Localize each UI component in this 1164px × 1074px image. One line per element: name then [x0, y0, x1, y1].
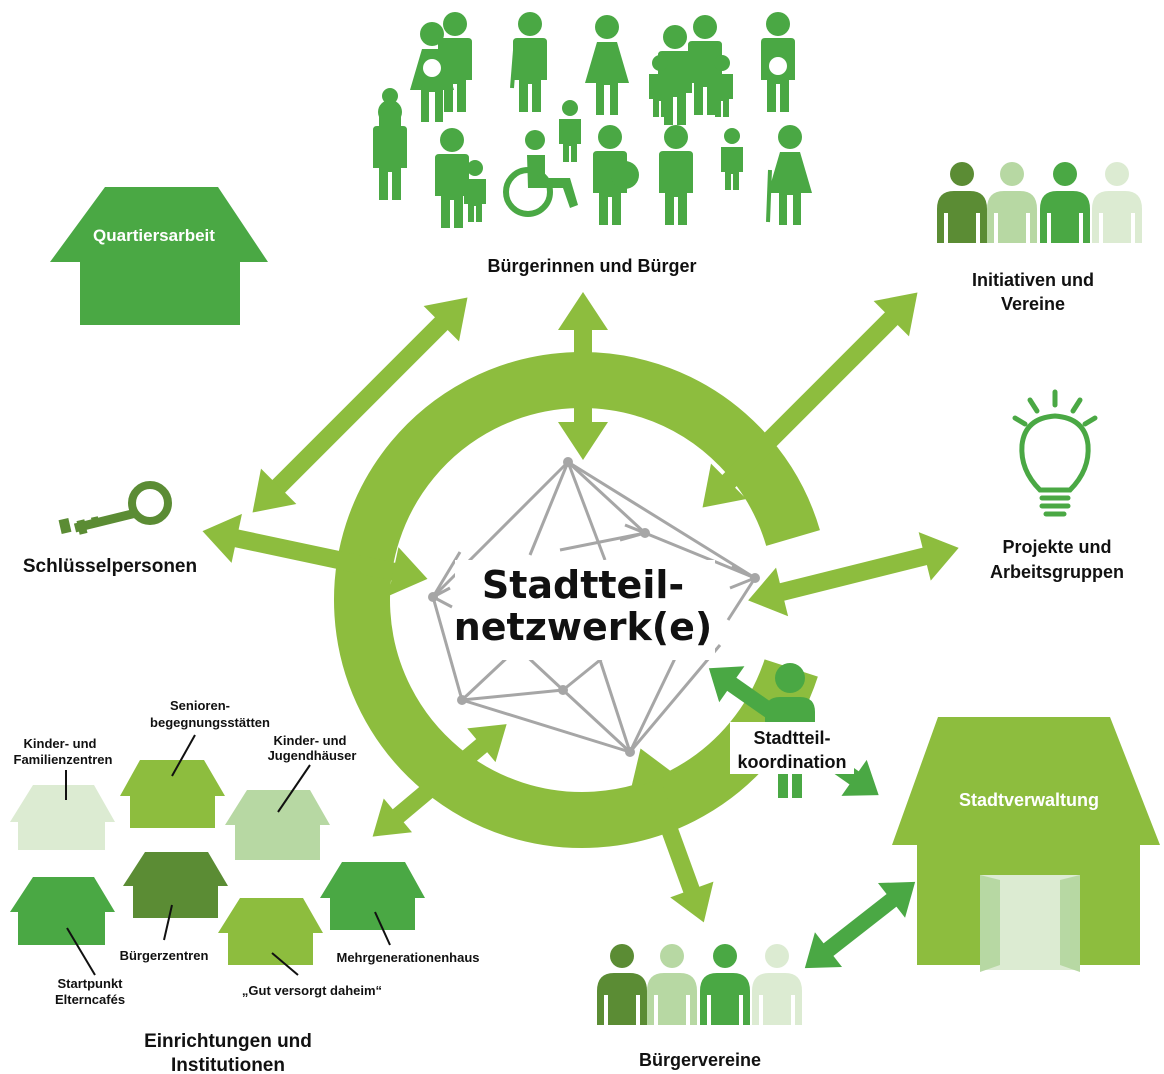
child-2-icon	[721, 128, 743, 190]
senioren-label-line-2: begegnungsstätten	[150, 715, 270, 730]
house-mehrgeneration-icon	[320, 862, 425, 930]
projekte-label-line-2: Arbeitsgruppen	[990, 562, 1124, 582]
person-carrying-child-icon	[373, 88, 407, 200]
familienzentren-label-line-2: Familienzentren	[14, 752, 113, 767]
woman-icon	[585, 15, 629, 115]
koordination-label-line-2: koordination	[738, 752, 847, 772]
elderly-man-icon	[513, 12, 547, 112]
house-senioren-icon	[120, 760, 225, 828]
arrow-lower-left	[372, 724, 507, 837]
wheelchair-icon	[503, 130, 578, 217]
arrow-left	[202, 513, 428, 597]
buergervereine-group-icon	[597, 944, 802, 1025]
arrow-lower-right	[630, 748, 714, 923]
elterncafes-label-line-1: Startpunkt	[58, 976, 124, 991]
arrow-upper-right	[702, 292, 918, 508]
adult-with-child-icon	[435, 128, 486, 228]
house-familienzentren-icon	[10, 785, 115, 850]
institutions-cluster: Kinder- und Familienzentren Senioren- be…	[10, 698, 480, 1007]
einrichtungen-label-line-1: Einrichtungen und	[144, 1031, 312, 1052]
gut-versorgt-label: „Gut versorgt daheim“	[242, 983, 382, 998]
spoke-arrows	[202, 292, 959, 923]
house-elterncafes-icon	[10, 877, 115, 945]
einrichtungen-label-line-2: Institutionen	[171, 1055, 285, 1074]
buerger-label: Bürgerinnen und Bürger	[487, 256, 696, 276]
house-buergerzentren-icon	[123, 852, 228, 918]
house-jugendhaeuser-icon	[225, 790, 330, 860]
koordination-label-line-1: Stadtteil-	[753, 728, 830, 748]
arrow-top	[558, 292, 608, 460]
quartiersarbeit-label: Quartiersarbeit	[93, 226, 215, 245]
stadtverwaltung-house-icon: Stadtverwaltung	[892, 717, 1160, 972]
quartiersarbeit-house-icon: Quartiersarbeit	[50, 187, 268, 325]
buergerzentren-label: Bürgerzentren	[120, 948, 209, 963]
jugendhaeuser-label-line-1: Kinder- und	[274, 733, 347, 748]
center-title-line-1: Stadtteil-	[482, 563, 684, 607]
door-icon	[980, 875, 1080, 972]
elterncafes-label-line-2: Elterncafés	[55, 992, 125, 1007]
senioren-label-line-1: Senioren-	[170, 698, 230, 713]
child-icon	[559, 100, 581, 162]
center-title-line-2: netzwerk(e)	[454, 605, 713, 649]
family-icon	[649, 15, 733, 125]
man-icon	[659, 125, 693, 225]
arrow-right	[748, 532, 959, 617]
initiativen-label-line-2: Vereine	[1001, 294, 1065, 314]
center-label-backdrop	[455, 560, 715, 660]
coordination-label-backdrop	[730, 722, 854, 774]
elderly-woman-icon	[766, 125, 812, 225]
arrow-upper-left	[252, 297, 468, 513]
buergervereine-label: Bürgervereine	[639, 1050, 761, 1070]
pregnant-woman-icon	[593, 125, 639, 225]
citizens-crowd-icon	[373, 12, 812, 228]
coordination-arrows	[708, 666, 916, 969]
cane-icon	[510, 49, 517, 89]
lightbulb-icon	[1012, 389, 1098, 517]
house-gut-versorgt-icon	[218, 898, 323, 965]
familienzentren-label-line-1: Kinder- und	[24, 736, 97, 751]
initiativen-group-icon	[937, 162, 1142, 243]
parent-with-baby-icon	[761, 12, 795, 112]
stadtverwaltung-label: Stadtverwaltung	[959, 790, 1099, 810]
projekte-label-line-1: Projekte und	[1002, 537, 1111, 557]
initiativen-label-line-1: Initiativen und	[972, 270, 1094, 290]
key-icon	[58, 481, 172, 535]
jugendhaeuser-label-line-2: Jugendhäuser	[268, 748, 357, 763]
mehrgeneration-label: Mehrgenerationenhaus	[336, 950, 479, 965]
schluesselpersonen-label: Schlüsselpersonen	[23, 556, 197, 577]
family-with-baby-icon	[410, 12, 472, 122]
